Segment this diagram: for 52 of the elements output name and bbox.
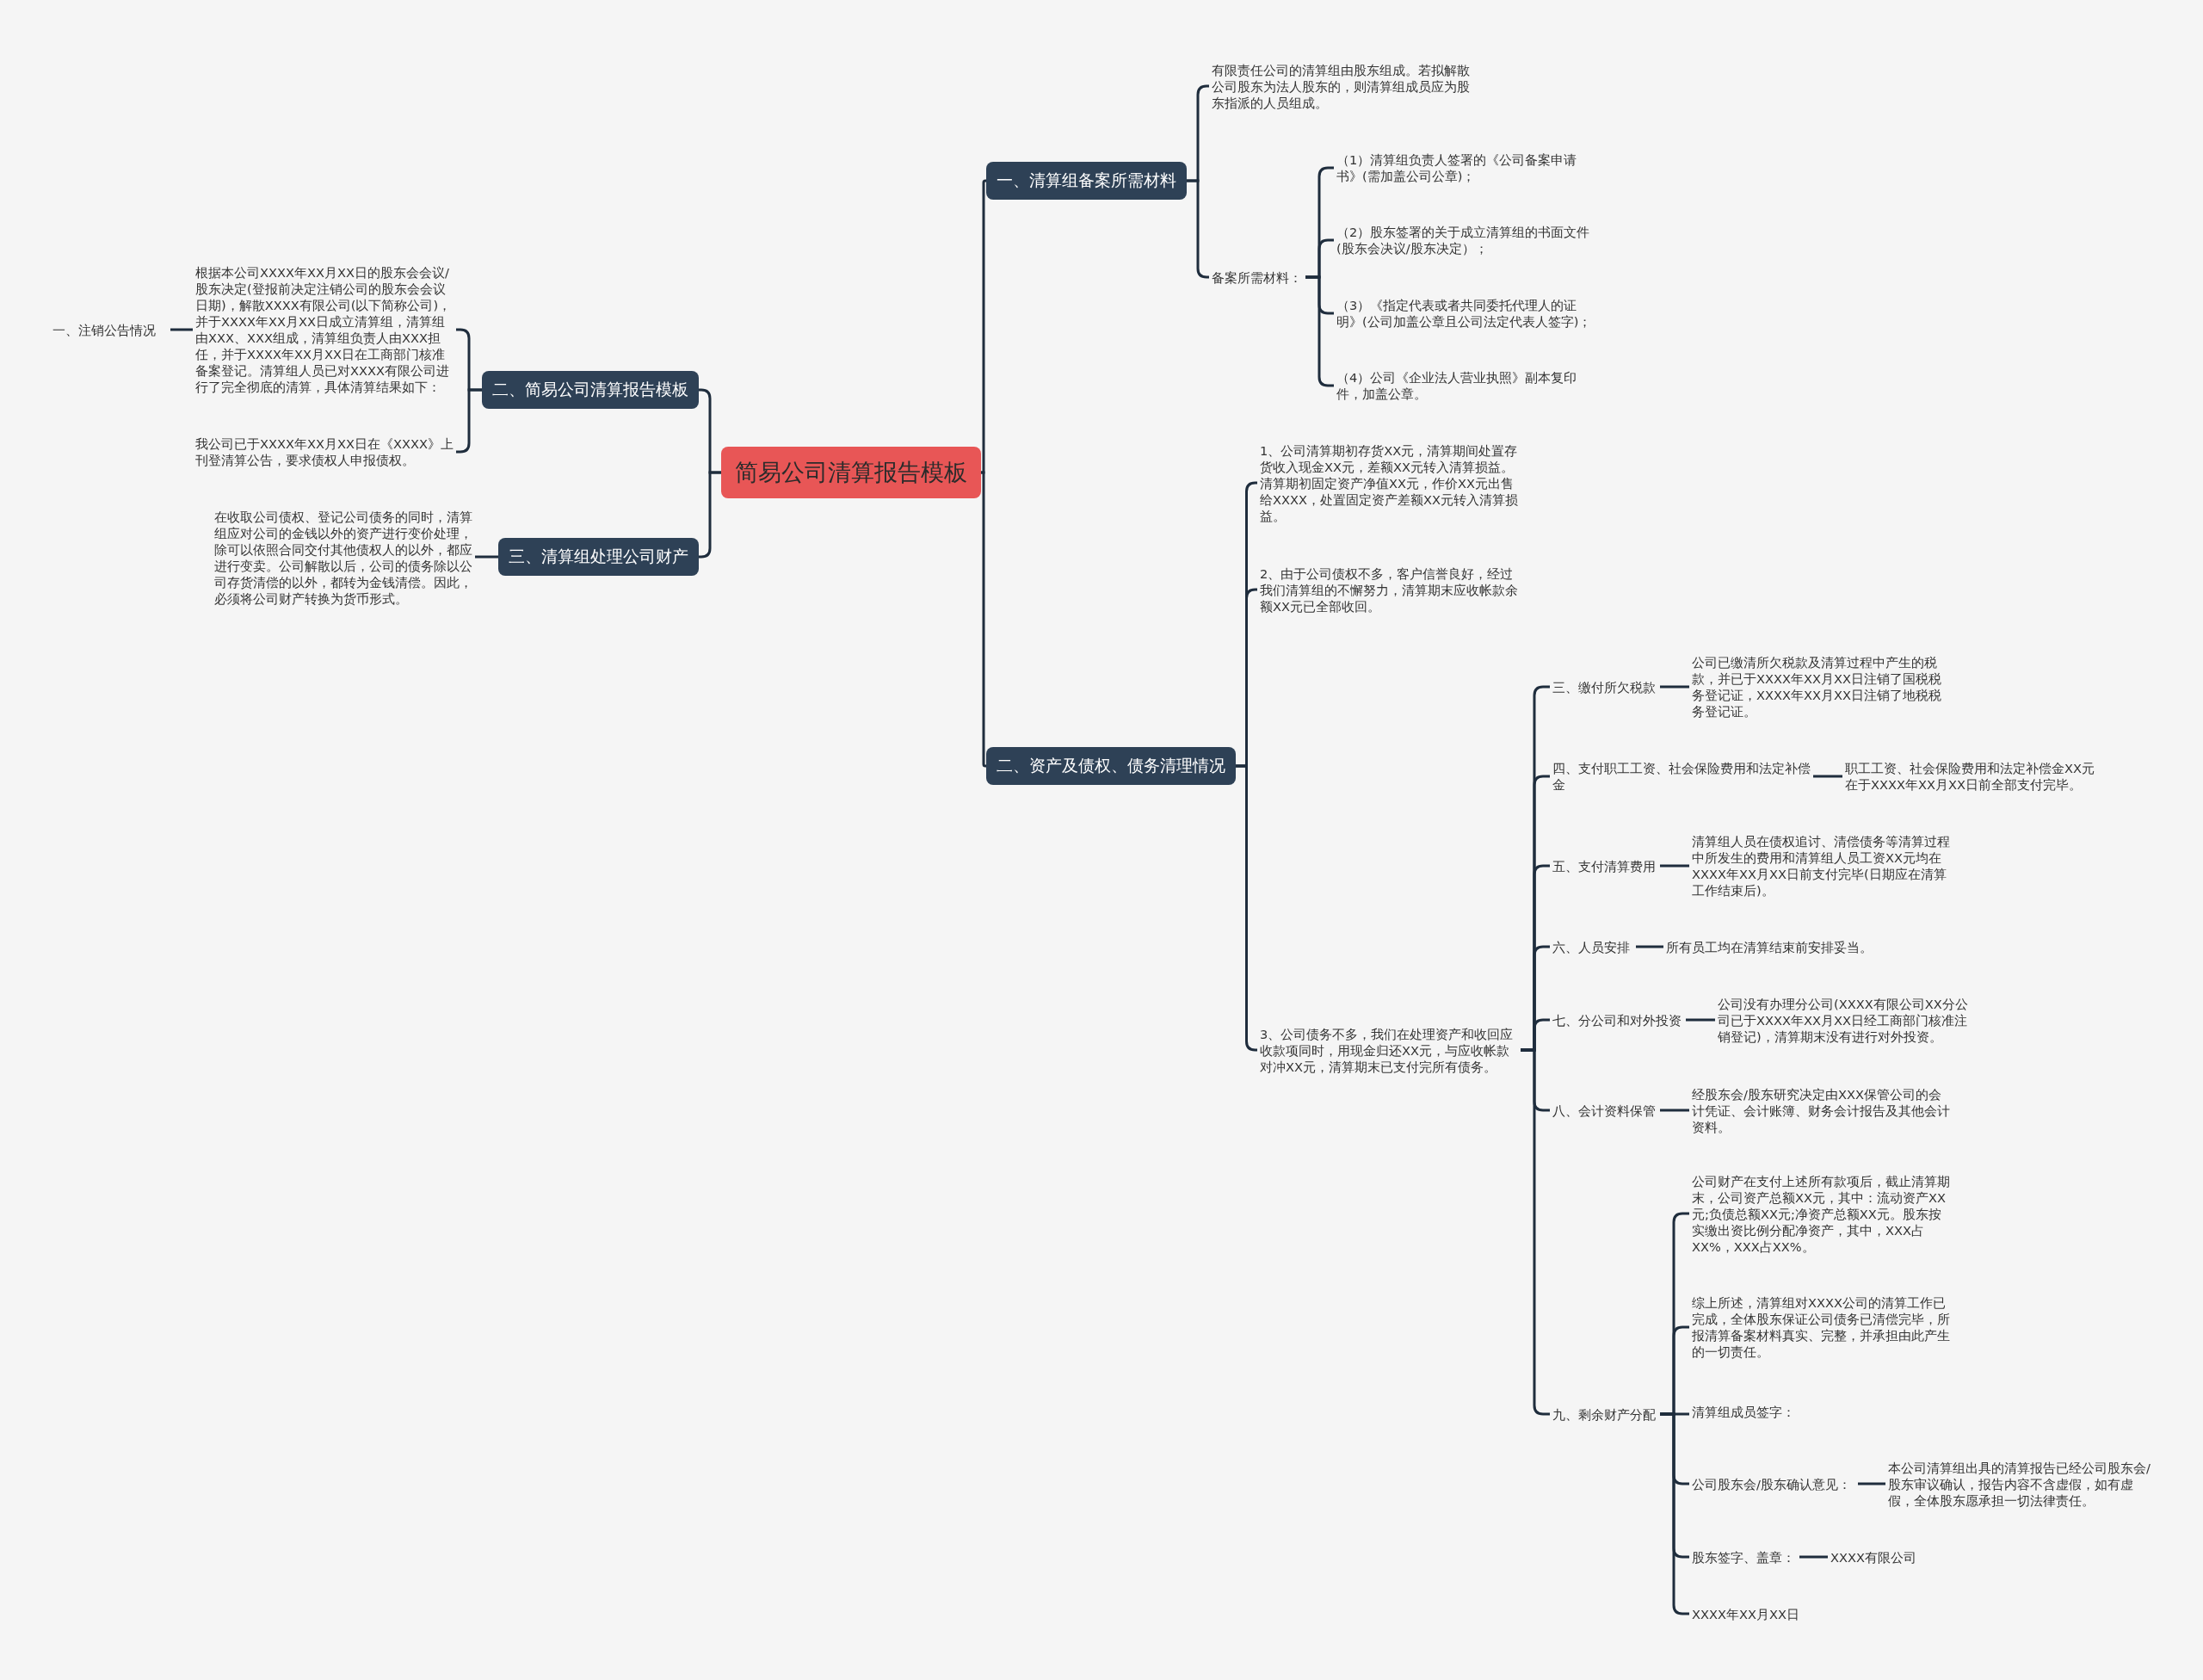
connector-line	[1813, 775, 1842, 778]
topic-text: XXXX有限公司	[1828, 1547, 1929, 1567]
topic-text: 公司股东会/股东确认意见：	[1689, 1473, 1858, 1494]
topic-text: 职工工资、社会保险费用和法定补偿金XX元在于XXXX年XX月XX日前全部支付完毕。	[1842, 758, 2101, 794]
central-topic-box: 简易公司清算报告模板	[721, 447, 981, 498]
connector-line	[170, 328, 193, 331]
topic-text: （2）股东签署的关于成立清算组的书面文件(股东会决议/股东决定）；	[1334, 222, 1597, 258]
topic-text: 在收取公司债权、登记公司债务的同时，清算组应对公司的金钱以外的资产进行变价处理，除可以依照合同交付其他债权人的以外，都应进行变卖。公司解散以后，公司的债务除以公司存货清偿的以外，都转为金钱清偿。因此，必须将公司财产转换为货币形式。	[212, 507, 475, 608]
topic-text: 综上所述，清算组对XXXX公司的清算工作已完成，全体股东保证公司债务已清偿完毕，所报清算备案材料真实、完整，并承担由此产生的一切责任。	[1689, 1293, 1953, 1362]
topic-text: 2、由于公司债权不多，客户信誉良好，经过我们清算组的不懈努力，清算期末应收帐款余额XX元已全部收回。	[1257, 563, 1521, 616]
connector-line	[1660, 685, 1689, 689]
topic-text: 所有员工均在清算结束前安排妥当。	[1663, 936, 1887, 957]
connector-line	[1660, 864, 1689, 868]
topic-text: 四、支付职工工资、社会保险费用和法定补偿金	[1550, 758, 1813, 794]
topic-text: 经股东会/股东研究决定由XXX保管公司的会计凭证、会计账簿、财务会计报告及其他会计资料。	[1689, 1084, 1953, 1137]
connector-line	[1236, 764, 1258, 1052]
topic-text: 一、注销公告情况	[50, 319, 170, 340]
topic-text: 公司没有办理分公司(XXXX有限公司XX分公司已于XXXX年XX月XX日经工商部门核准注销登记)，清算期末没有进行对外投资。	[1715, 993, 1978, 1047]
topic-text: 备案所需材料：	[1209, 267, 1305, 287]
topic-box: 三、清算组处理公司财产	[498, 538, 699, 576]
connector-line	[475, 555, 498, 559]
topic-text: 根据本公司XXXX年XX月XX日的股东会会议/股东决定(登报前决定注销公司的股东会会议日期)，解散XXXX有限公司(以下简称公司)，并于XXXX年XX月XX日成立清算组，清算组由XXX、XXX组成，清算组负责人由XXX担任，并于XXXX年XX月XX日在工商部门核准备案登记。清算组人员已对XXXX有限公司进行了完全彻底的清算，具体清算结果如下：	[193, 262, 456, 397]
topic-text: 六、人员安排	[1550, 936, 1636, 957]
topic-box: 二、简易公司清算报告模板	[482, 371, 699, 409]
topic-text: 三、缴付所欠税款	[1550, 676, 1660, 697]
topic-box: 二、资产及债权、债务清理情况	[986, 747, 1236, 785]
topic-text: （4）公司《企业法人营业执照》副本复印件，加盖公章。	[1334, 368, 1597, 404]
connector-line	[1686, 1018, 1715, 1022]
connector-line	[980, 471, 987, 768]
topic-text: XXXX年XX月XX日	[1689, 1603, 1810, 1624]
topic-text: 有限责任公司的清算组由股东组成。若拟解散公司股东为法人股东的，则清算组成员应为股东指派的人员组成。	[1209, 59, 1476, 113]
topic-box: 一、清算组备案所需材料	[986, 162, 1187, 200]
connector-line	[1799, 1555, 1828, 1559]
topic-text: 公司财产在支付上述所有款项后，截止清算期末，公司资产总额XX元，其中：流动资产XX元;负债总额XX元;净资产总额XX元。股东按实缴出资比例分配净资产，其中，XXX占XX%，XXX占XX%。	[1689, 1170, 1953, 1257]
topic-text: 清算组人员在债权追讨、清偿债务等清算过程中所发生的费用和清算组人员工资XX元均在XXXX年XX月XX日前支付完毕(日期应在清算工作结束后)。	[1689, 831, 1953, 900]
topic-text: 我公司已于XXXX年XX月XX日在《XXXX》上刊登清算公告，要求债权人申报债权。	[193, 434, 456, 470]
topic-text: 八、会计资料保管	[1550, 1100, 1660, 1121]
connector-line	[980, 179, 987, 474]
topic-text: （1）清算组负责人签署的《公司备案申请书》(需加盖公司公章)；	[1334, 150, 1597, 186]
connector-line	[1858, 1482, 1885, 1485]
connector-line	[1636, 945, 1663, 948]
topic-text: 公司已缴清所欠税款及清算过程中产生的税款，并已于XXXX年XX月XX日注销了国税税务登记证，XXXX年XX月XX日注销了地税税务登记证。	[1689, 652, 1953, 721]
topic-text: 股东签字、盖章：	[1689, 1547, 1799, 1567]
topic-text: 本公司清算组出具的清算报告已经公司股东会/股东审议确认，报告内容不含虚假，如有虚假，全体股东愿承担一切法律责任。	[1885, 1457, 2154, 1510]
topic-text: 清算组成员签字：	[1689, 1401, 1806, 1422]
topic-text: （3）《指定代表或者共同委托代理人的证明》(公司加盖公章且公司法定代表人签字)；	[1334, 295, 1597, 331]
connector-line	[1660, 1109, 1689, 1112]
topic-text: 七、分公司和对外投资	[1550, 1010, 1686, 1030]
topic-text: 3、公司债务不多，我们在处理资产和收回应收款项同时，用现金归还XX元，与应收帐款对冲XX元，清算期末已支付完所有债务。	[1257, 1023, 1521, 1077]
topic-text: 九、剩余财产分配	[1550, 1404, 1660, 1424]
topic-text: 1、公司清算期初存货XX元，清算期间处置存货收入现金XX元，差额XX元转入清算损益。清算期初固定资产净值XX元，作价XX元出售给XXXX，处置固定资产差额XX元转入清算损益。	[1257, 440, 1521, 526]
topic-text: 五、支付清算费用	[1550, 855, 1660, 876]
